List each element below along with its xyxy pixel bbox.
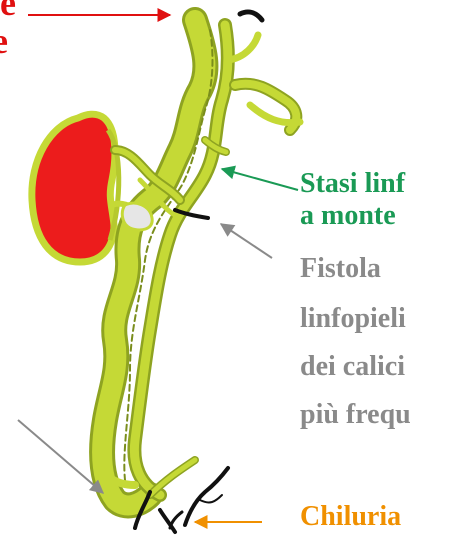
top-left-label-line2: e: [0, 20, 8, 63]
fistola-label-line3: dei calici: [300, 350, 405, 384]
lymphatic-vessels: [100, 20, 300, 505]
kidney: [32, 114, 119, 262]
gray-arrow-fistola: [221, 224, 272, 258]
fistola-label-line2: linfopieli: [300, 302, 406, 336]
stasi-label-line1: Stasi linf: [300, 167, 405, 201]
fistola-label-line1: Fistola: [300, 252, 381, 286]
green-arrow: [222, 169, 298, 190]
fistola-label-line4: più frequ: [300, 398, 411, 432]
renal-pelvis: [122, 203, 152, 230]
chiluria-label: Chiluria: [300, 500, 401, 534]
stasi-label-line2: a monte: [300, 199, 396, 233]
